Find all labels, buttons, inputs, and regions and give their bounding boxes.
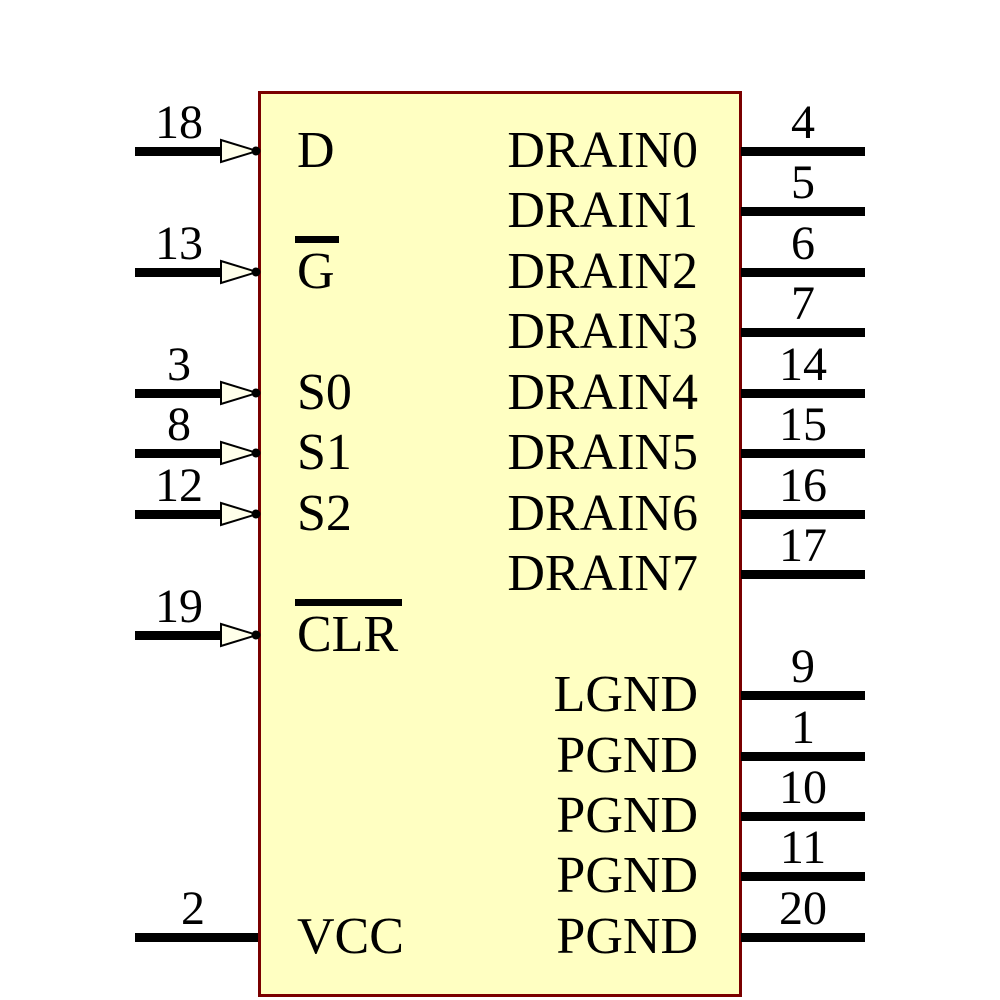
pin-label: DRAIN2: [507, 246, 698, 298]
pin-wire: [135, 268, 222, 277]
pin-wire: [741, 268, 865, 277]
pin-label-text: S1: [297, 424, 352, 481]
pin-label: PGND: [556, 911, 698, 963]
pin-label: PGND: [556, 730, 698, 782]
pin-wire: [741, 147, 865, 156]
pin-label: VCC: [297, 911, 404, 963]
pin-label: PGND: [556, 850, 698, 902]
pin-label-text: PGND: [556, 847, 698, 904]
input-arrow-icon: [220, 259, 261, 285]
pin-number: 3: [167, 338, 191, 391]
pin-number: 6: [791, 217, 815, 270]
pin-wire: [741, 933, 865, 942]
pin-label-text: DRAIN6: [507, 485, 698, 542]
pin-label: DRAIN4: [507, 367, 698, 419]
pin-number: 9: [791, 640, 815, 693]
pin-label-text: G: [295, 236, 339, 298]
pin-label-text: PGND: [556, 908, 698, 965]
pin-number: 2: [181, 882, 205, 935]
pin-label: D: [297, 125, 335, 177]
pin-wire: [741, 389, 865, 398]
pin-label-text: PGND: [556, 727, 698, 784]
pin-number: 20: [779, 882, 827, 935]
pin-label-text: D: [297, 122, 335, 179]
pin-wire: [135, 389, 222, 398]
pin-label-text: LGND: [553, 666, 698, 723]
pin-label: DRAIN7: [507, 548, 698, 600]
pin-label-text: VCC: [297, 908, 404, 965]
pin-label: LGND: [554, 669, 698, 721]
pin-label: G: [295, 236, 339, 298]
input-arrow-icon: [220, 501, 261, 527]
pin-wire: [135, 449, 222, 458]
pin-label-text: PGND: [556, 787, 698, 844]
pin-label: DRAIN3: [507, 306, 698, 358]
pin-wire: [741, 207, 865, 216]
pin-number: 15: [779, 398, 827, 451]
pin-number: 18: [155, 96, 203, 149]
pin-label-text: DRAIN3: [507, 303, 698, 360]
pin-label-text: DRAIN7: [507, 545, 698, 602]
pin-label-text: DRAIN2: [507, 243, 698, 300]
pin-label: DRAIN5: [507, 427, 698, 479]
overline-bar: [295, 236, 339, 243]
pin-label-text: DRAIN4: [507, 364, 698, 421]
pin-number: 19: [155, 580, 203, 633]
pin-wire: [741, 570, 865, 579]
pin-number: 7: [791, 277, 815, 330]
pin-wire: [741, 812, 865, 821]
pin-label-text: DRAIN5: [507, 424, 698, 481]
pin-number: 4: [791, 96, 815, 149]
pin-wire: [135, 933, 258, 942]
pin-label-text: DRAIN0: [507, 122, 698, 179]
pin-number: 14: [779, 338, 827, 391]
pin-label-text: DRAIN1: [507, 182, 698, 239]
pin-number: 16: [779, 459, 827, 512]
pin-label: S2: [297, 488, 352, 540]
input-arrow-icon: [220, 138, 261, 164]
pin-label: DRAIN6: [507, 488, 698, 540]
pin-label: DRAIN1: [507, 185, 698, 237]
input-arrow-icon: [220, 622, 261, 648]
pin-wire: [741, 510, 865, 519]
pin-wire: [135, 147, 222, 156]
pin-label: S1: [297, 427, 352, 479]
pin-label-text: S2: [297, 485, 352, 542]
pin-wire: [741, 449, 865, 458]
pin-number: 13: [155, 217, 203, 270]
pin-number: 10: [779, 761, 827, 814]
pin-wire: [135, 510, 222, 519]
pin-number: 1: [791, 701, 815, 754]
pin-wire: [135, 631, 222, 640]
ic-body: [258, 91, 742, 997]
input-arrow-icon: [220, 380, 261, 406]
pin-number: 11: [779, 821, 827, 874]
pin-label-text: CLR: [295, 599, 403, 661]
pin-label: DRAIN0: [507, 125, 698, 177]
pin-label-text: S0: [297, 364, 352, 421]
pin-label: CLR: [295, 599, 403, 661]
pin-number: 8: [167, 398, 191, 451]
pin-wire: [741, 872, 865, 881]
pin-wire: [741, 691, 865, 700]
pin-number: 12: [155, 459, 203, 512]
pin-wire: [741, 328, 865, 337]
pin-label: S0: [297, 367, 352, 419]
pin-number: 17: [779, 519, 827, 572]
pin-number: 5: [791, 156, 815, 209]
overline-bar: [295, 599, 403, 606]
input-arrow-icon: [220, 440, 261, 466]
pin-label: PGND: [556, 790, 698, 842]
pin-wire: [741, 752, 865, 761]
